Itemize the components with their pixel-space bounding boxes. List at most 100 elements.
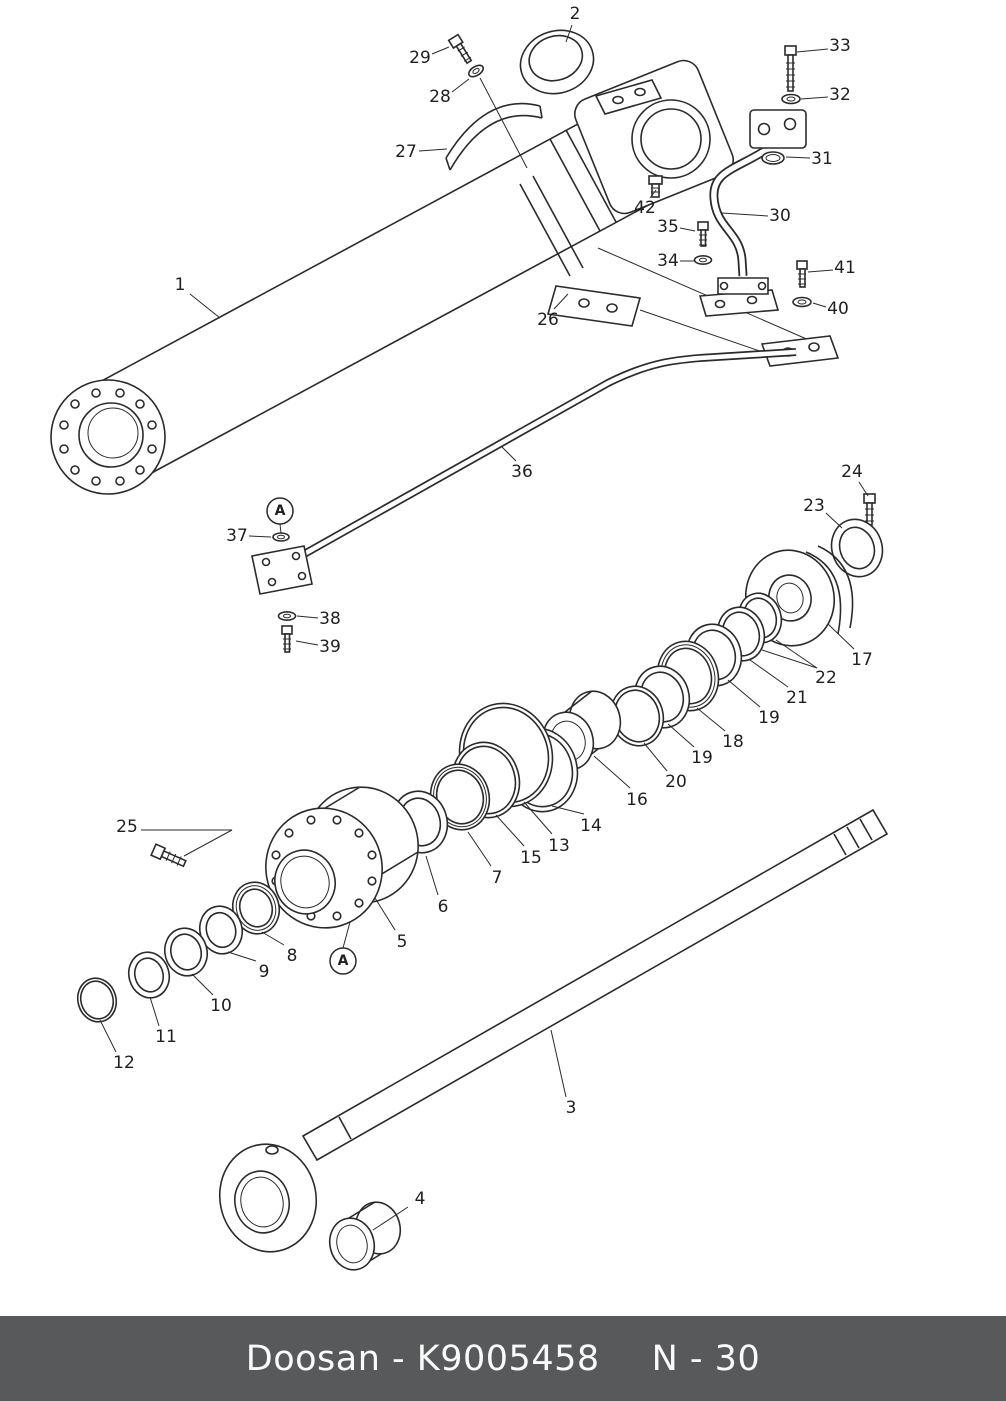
callout-leader: [553, 293, 569, 310]
callout-leader: [696, 707, 726, 732]
callout-25: 25: [116, 817, 138, 837]
callout-leader: [227, 951, 257, 962]
callout-34: 34: [657, 251, 679, 271]
callout-33: 33: [829, 36, 851, 56]
callout-leader: [812, 302, 827, 308]
callout-leader: [451, 78, 470, 93]
head-seal-rings: [76, 881, 281, 1023]
callout-13: 13: [548, 836, 570, 856]
callout-23: 23: [803, 496, 825, 516]
callout-leader: [261, 931, 285, 946]
pipe-block-31: [749, 109, 807, 165]
callout-8: 8: [287, 946, 298, 966]
callout-40: 40: [827, 299, 849, 319]
rod-eye: [218, 1143, 318, 1253]
callout-leader: [99, 1019, 117, 1053]
callout-leader: [727, 679, 761, 708]
washer-40: [792, 296, 812, 308]
callout-leader: [643, 742, 668, 772]
bolt-29: [447, 33, 473, 65]
callout-10: 10: [210, 996, 232, 1016]
callout-20: 20: [665, 772, 687, 792]
callout-39: 39: [319, 637, 341, 657]
piston-seal-rings: [609, 592, 783, 747]
washer-28: [468, 64, 484, 78]
callout-leader: [191, 973, 214, 996]
callout-leader: [425, 855, 439, 896]
gland-housing: [573, 59, 735, 215]
callout-leader: [551, 805, 585, 815]
washer-34: [693, 255, 713, 266]
callout-leader: [565, 24, 573, 43]
callout-leader: [825, 512, 843, 529]
callout-9: 9: [259, 962, 270, 982]
callout-12: 12: [113, 1053, 135, 1073]
callout-31: 31: [811, 149, 833, 169]
callout-leader: [796, 48, 829, 53]
callout-22: 22: [815, 668, 837, 688]
callout-6: 6: [438, 897, 449, 917]
callout-leader: [467, 831, 492, 867]
callout-41: 41: [834, 258, 856, 278]
detail-marker-leader: [342, 921, 351, 949]
bolt-41: [796, 260, 808, 288]
callout-14: 14: [580, 816, 602, 836]
callout-leader: [495, 814, 525, 847]
footer-bar: Doosan - K9005458 N - 30: [0, 1316, 1006, 1401]
callout-leader: [149, 996, 160, 1027]
callout-11: 11: [155, 1027, 177, 1047]
callout-leader: [550, 1029, 567, 1098]
callout-leader: [431, 46, 450, 55]
parts-diagram: 1234567891011121314151617181919202122232…: [50, 4, 889, 1271]
pipe-30: [709, 146, 769, 295]
callout-4: 4: [415, 1189, 426, 1209]
callout-leader: [593, 755, 631, 789]
callout-2: 2: [570, 4, 581, 24]
callout-leader: [374, 897, 396, 931]
piston-rod-3: [301, 808, 889, 1162]
clamp-27: [445, 77, 543, 171]
bushing-2: [519, 29, 595, 95]
bolt-33: [784, 45, 797, 92]
callout-leader: [523, 801, 553, 835]
rod-seal-rings: [391, 702, 579, 854]
svg-text:A: A: [338, 953, 349, 969]
callout-18: 18: [722, 732, 744, 752]
callout-leader: [721, 212, 769, 217]
callout-28: 28: [429, 87, 451, 107]
callout-19: 19: [691, 748, 713, 768]
callout-1: 1: [175, 275, 186, 295]
callout-27: 27: [395, 142, 417, 162]
footer-brand-part: Doosan - K9005458: [245, 1338, 600, 1379]
washer-37: [272, 532, 290, 542]
callout-38: 38: [319, 609, 341, 629]
callout-24: 24: [841, 462, 863, 482]
detail-marker-leader: [279, 523, 282, 534]
cylinder-head-5: [265, 786, 419, 929]
footer-page-number: N - 30: [651, 1338, 761, 1379]
callout-35: 35: [657, 217, 679, 237]
callout-32: 32: [829, 85, 851, 105]
clamp-26: [519, 175, 642, 327]
bolt-35: [697, 221, 709, 247]
callout-leader: [501, 446, 517, 462]
detail-marker-a: A: [329, 947, 357, 975]
bolt-39: [281, 625, 293, 653]
callout-36: 36: [511, 462, 533, 482]
callout-5: 5: [397, 932, 408, 952]
callout-leader: [827, 623, 855, 650]
callout-7: 7: [492, 868, 503, 888]
callout-leader: [295, 640, 319, 646]
callout-3: 3: [566, 1098, 577, 1118]
pipe-36: [251, 348, 797, 595]
callout-layer: 1234567891011121314151617181919202122232…: [99, 4, 873, 1231]
callout-leader: [189, 293, 221, 319]
callout-leader: [649, 189, 657, 199]
callout-leader: [807, 269, 834, 273]
callout-37: 37: [226, 526, 248, 546]
callout-leader: [858, 481, 869, 497]
callout-leader: [775, 639, 818, 669]
callout-26: 26: [537, 310, 559, 330]
callout-21: 21: [786, 688, 808, 708]
